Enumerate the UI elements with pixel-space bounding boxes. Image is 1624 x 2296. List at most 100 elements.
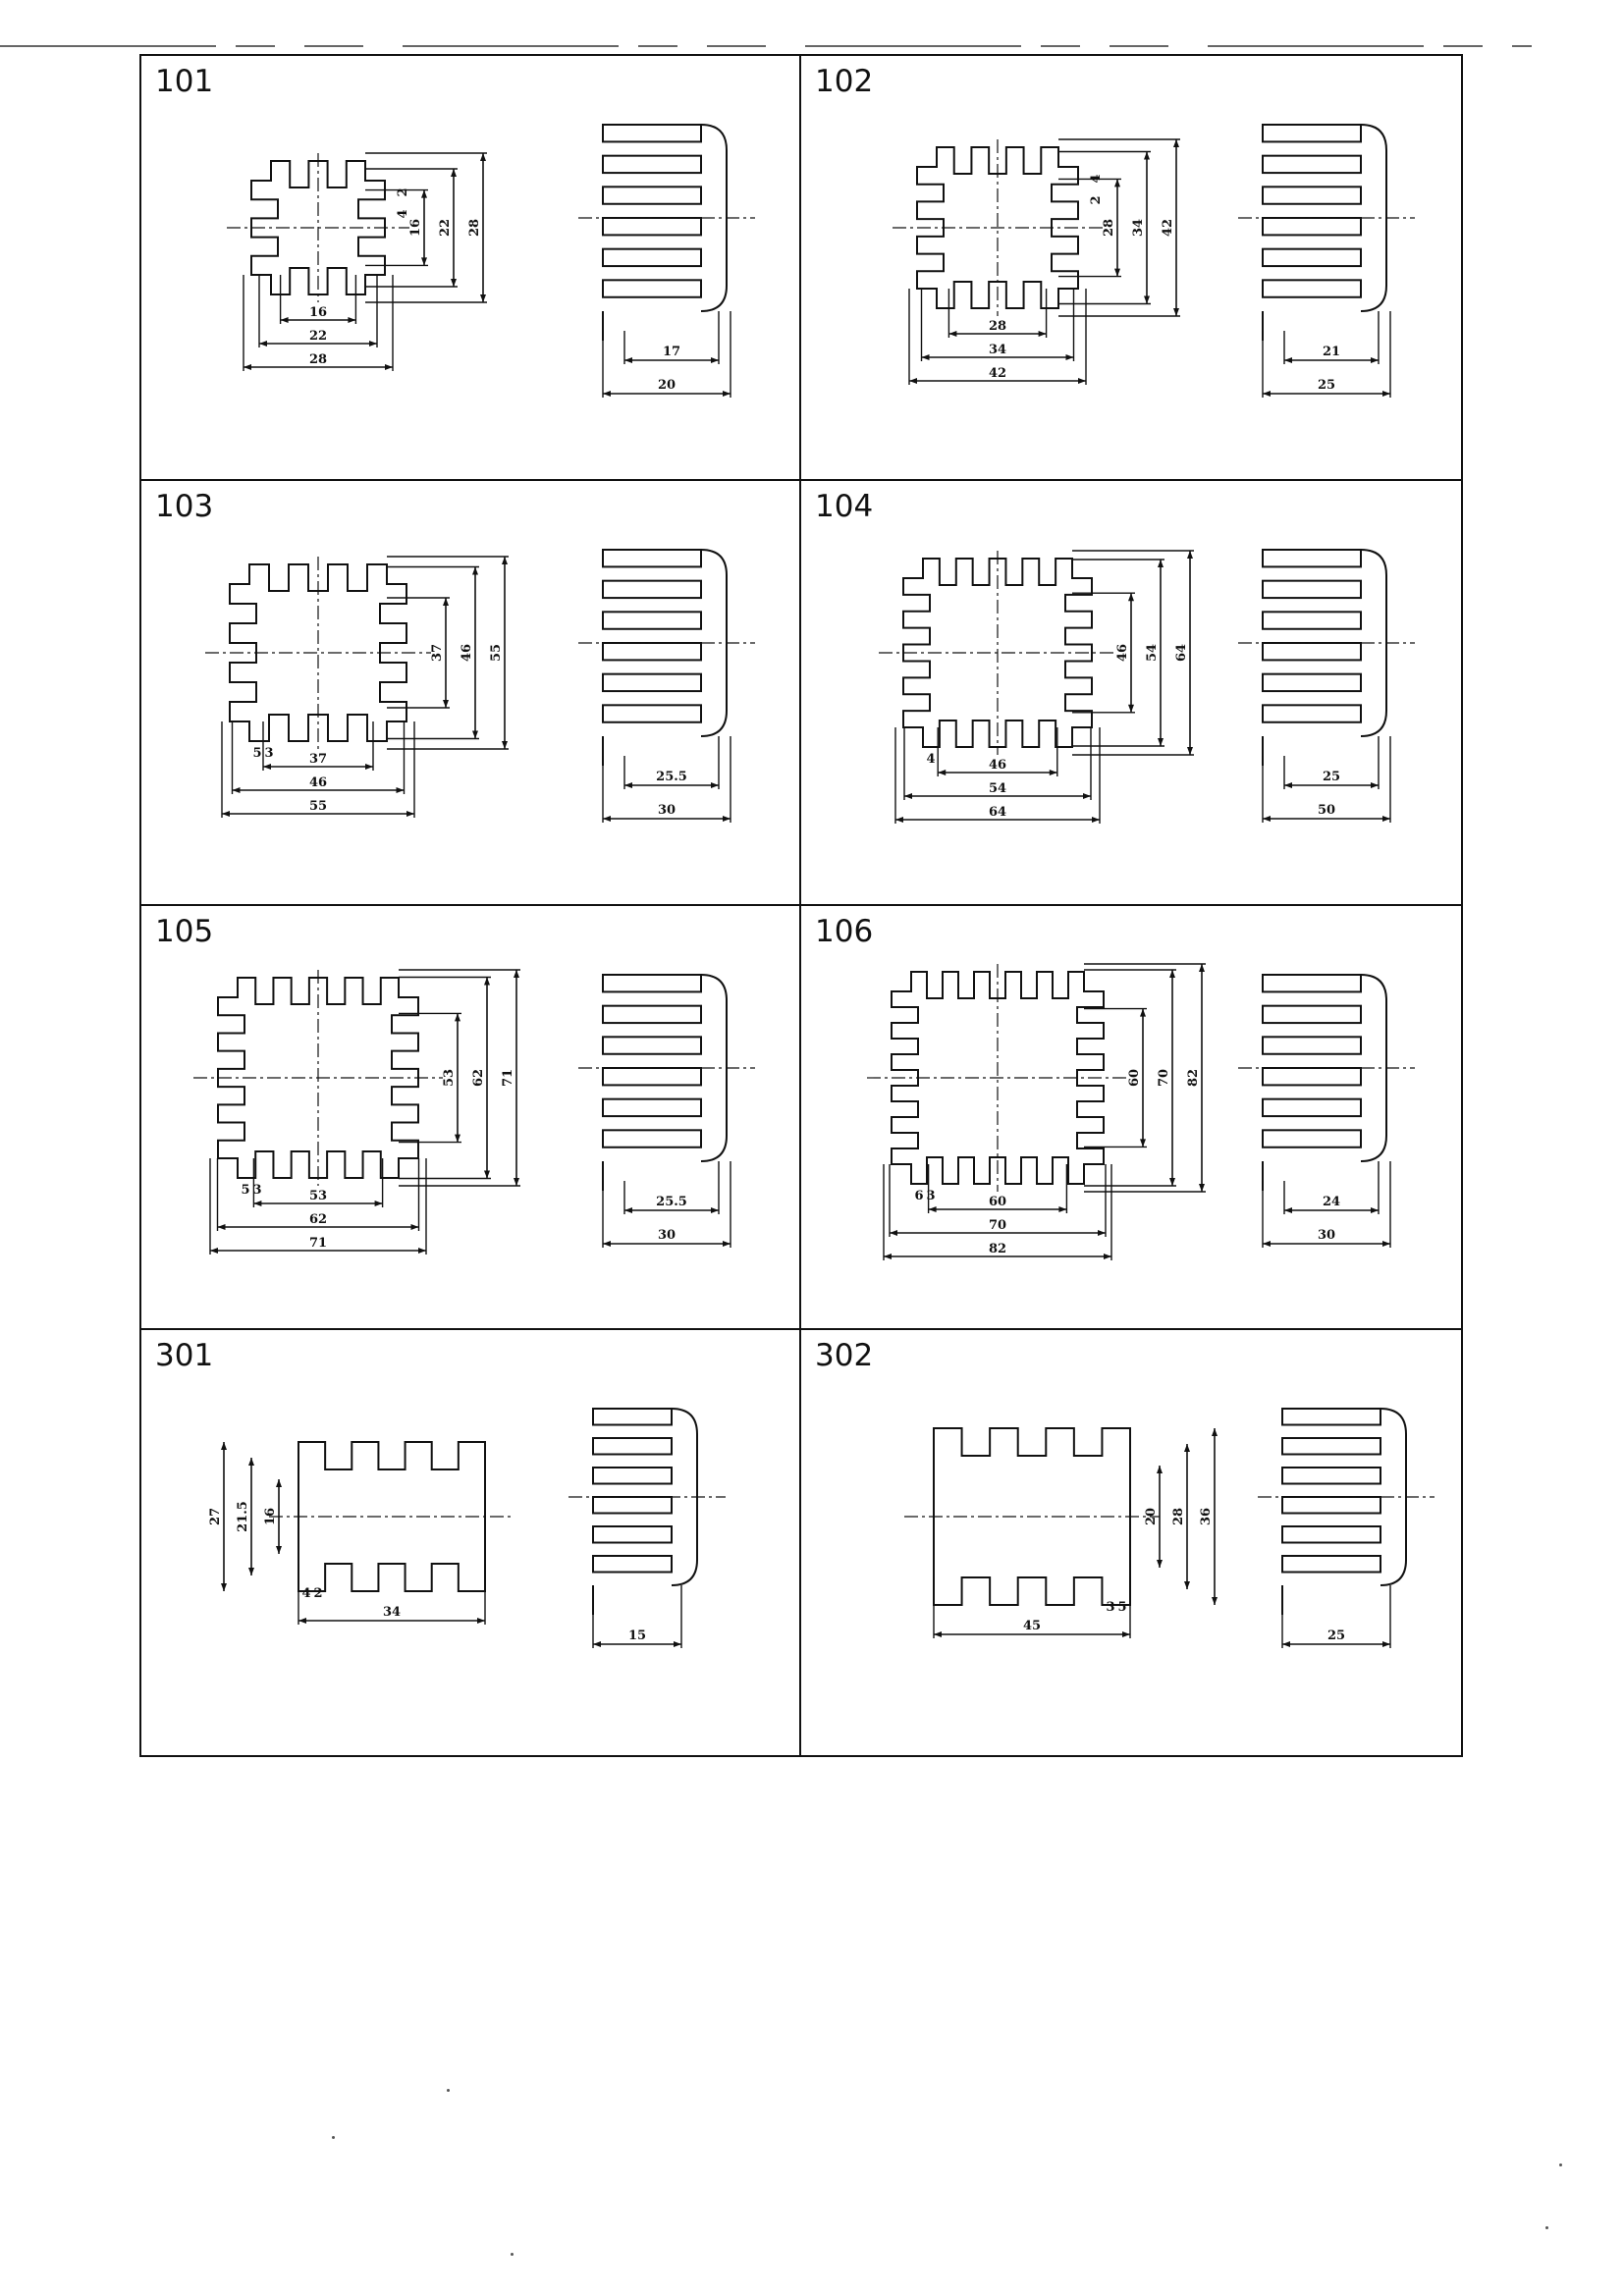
scan-speck bbox=[1545, 2226, 1548, 2229]
dimension-label: 30 bbox=[1318, 1228, 1335, 1243]
dimension-label: 54 bbox=[989, 781, 1006, 796]
scan-speck bbox=[332, 2136, 335, 2139]
dimension-label: 20 bbox=[1144, 1508, 1159, 1525]
dimension-label: 30 bbox=[658, 1228, 676, 1243]
fin-profile bbox=[1262, 1128, 1362, 1148]
fin-thickness-label: 3 bbox=[264, 746, 273, 761]
fin-profile bbox=[1262, 641, 1362, 662]
dimension-label: 34 bbox=[383, 1605, 401, 1620]
fin-profile bbox=[602, 1004, 702, 1024]
dimension-label: 64 bbox=[989, 805, 1006, 820]
fin-profile bbox=[602, 1066, 702, 1086]
dimension-label: 64 bbox=[1174, 644, 1189, 662]
dimension-label: 28 bbox=[309, 352, 327, 367]
dimension-label: 62 bbox=[309, 1212, 327, 1227]
fin-profile bbox=[1262, 1066, 1362, 1086]
fin-profile bbox=[1281, 1408, 1381, 1426]
dimension-label: 37 bbox=[430, 644, 445, 662]
dimension-label: 45 bbox=[1023, 1619, 1041, 1633]
panel-id: 106 bbox=[815, 913, 874, 949]
dimension-label: 24 bbox=[1323, 1195, 1340, 1209]
fin-profile bbox=[1262, 548, 1362, 568]
fin-profile bbox=[1262, 1004, 1362, 1024]
fin-profile bbox=[602, 973, 702, 992]
dimension-label: 16 bbox=[263, 1508, 278, 1525]
fin-thickness-label: 5 bbox=[241, 1183, 249, 1198]
dimension-label: 62 bbox=[471, 1068, 486, 1086]
fin-profile bbox=[1262, 186, 1362, 205]
panel-id: 103 bbox=[155, 488, 214, 524]
dimension-label: 15 bbox=[628, 1629, 646, 1643]
fin-profile bbox=[602, 641, 702, 662]
arrowhead bbox=[421, 189, 427, 266]
panel-id: 302 bbox=[815, 1338, 874, 1374]
dimension-label: 25 bbox=[1327, 1629, 1345, 1643]
dimension-label: 28 bbox=[1171, 1508, 1186, 1525]
fin-thickness-label: 4 bbox=[396, 209, 410, 218]
dimension-label: 46 bbox=[460, 644, 474, 662]
dimension-label: 16 bbox=[309, 305, 327, 320]
dimension-label: 70 bbox=[989, 1218, 1006, 1233]
panel-id: 105 bbox=[155, 913, 214, 949]
dimension-label: 25.5 bbox=[656, 1195, 687, 1209]
fin-profile bbox=[1262, 973, 1362, 992]
fin-profile bbox=[1262, 279, 1362, 298]
dimension-label: 30 bbox=[658, 803, 676, 818]
dimension-label: 34 bbox=[989, 343, 1006, 357]
fin-profile bbox=[602, 611, 702, 630]
fin-profile bbox=[1281, 1496, 1381, 1515]
heatsink-front-outline bbox=[916, 146, 1079, 309]
top-scan-line bbox=[0, 45, 1532, 47]
dimension-label: 82 bbox=[1186, 1068, 1201, 1086]
dimension-label: 71 bbox=[309, 1236, 327, 1251]
dimension-label: 46 bbox=[309, 775, 327, 790]
heatsink-front-outline bbox=[891, 970, 1105, 1185]
fin-profile bbox=[592, 1437, 673, 1456]
fin-profile bbox=[1262, 217, 1362, 237]
fin-thickness-label: 5 bbox=[252, 746, 261, 761]
heatsink-front-outline bbox=[250, 160, 386, 295]
scan-speck bbox=[1559, 2163, 1562, 2166]
dimension-label: 60 bbox=[989, 1195, 1006, 1209]
fin-thickness-label: 2 bbox=[313, 1586, 322, 1601]
arrowhead bbox=[276, 1479, 282, 1555]
fin-profile bbox=[602, 217, 702, 237]
dimension-label: 28 bbox=[467, 219, 482, 237]
dimension-label: 53 bbox=[442, 1068, 457, 1086]
fin-profile bbox=[602, 124, 702, 143]
dimension-label: 21 bbox=[1323, 345, 1340, 359]
scan-speck bbox=[447, 2089, 450, 2092]
dimension-label: 22 bbox=[309, 329, 327, 344]
fin-profile bbox=[602, 1097, 702, 1117]
panel-id: 104 bbox=[815, 488, 874, 524]
dimension-label: 71 bbox=[501, 1068, 515, 1086]
fin-profile bbox=[1262, 1035, 1362, 1055]
fin-thickness-label: 2 bbox=[396, 187, 410, 196]
fin-profile bbox=[602, 548, 702, 568]
dimension-label: 53 bbox=[309, 1189, 327, 1203]
dimension-label: 55 bbox=[309, 799, 327, 814]
dimension-label: 27 bbox=[208, 1508, 223, 1525]
heatsink-front-outline bbox=[229, 562, 407, 742]
fin-profile bbox=[592, 1467, 673, 1485]
dimension-label: 70 bbox=[1157, 1068, 1171, 1086]
fin-thickness-label: 3 bbox=[1106, 1600, 1114, 1615]
fin-profile bbox=[602, 1035, 702, 1055]
dimension-label: 28 bbox=[1102, 219, 1116, 237]
dimension-label: 16 bbox=[408, 219, 423, 237]
dimension-label: 20 bbox=[658, 378, 676, 393]
fin-thickness-label: 4 bbox=[1089, 174, 1104, 183]
panel-id: 101 bbox=[155, 64, 214, 99]
dimension-label: 46 bbox=[1115, 644, 1130, 662]
dimension-label: 42 bbox=[1161, 219, 1175, 237]
heatsink-front-outline bbox=[217, 976, 419, 1179]
